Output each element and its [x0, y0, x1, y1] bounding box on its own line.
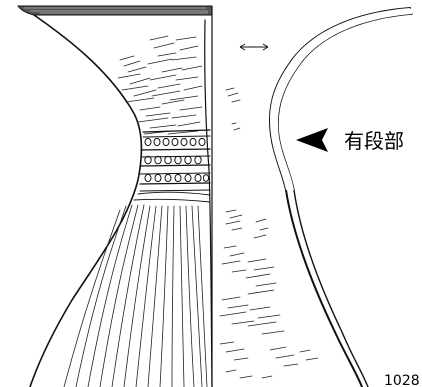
- lower-body-striations: [63, 204, 208, 387]
- rim-band: [17, 5, 213, 16]
- left-pointing-arrowhead-icon: [296, 128, 328, 152]
- annotation-label: 有段部: [344, 129, 404, 153]
- catalog-number: 1028: [384, 373, 420, 387]
- exterior-surface-hatching: [117, 35, 203, 135]
- exterior-profile-right: [204, 19, 213, 387]
- double-headed-arrow-icon: [239, 43, 269, 51]
- section-wall-inner: [277, 13, 413, 387]
- decorated-neck-band: [133, 129, 211, 203]
- exterior-profile-left: [29, 14, 143, 387]
- section-wall-fill: [270, 8, 412, 190]
- interior-surface-hatching: [219, 87, 319, 379]
